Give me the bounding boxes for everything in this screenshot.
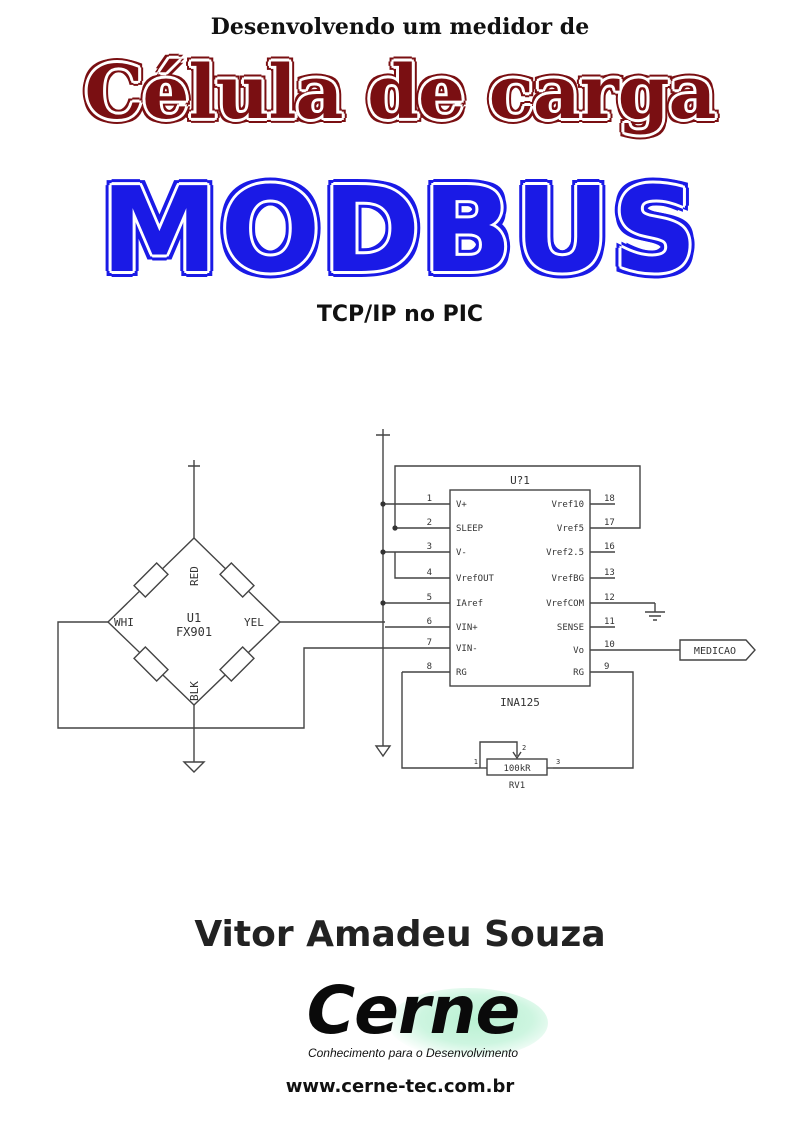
pin-number: 8 — [427, 662, 432, 672]
bridge-label-bottom: BLK — [188, 681, 201, 701]
pin-number: 10 — [604, 640, 615, 650]
pin-name: Vref5 — [557, 524, 584, 534]
pin-number: 12 — [604, 593, 615, 603]
pot-pin-1: 1 — [474, 758, 478, 766]
output-label: MEDICAO — [694, 646, 736, 657]
pin-number: 3 — [427, 542, 432, 552]
author-name: Vitor Amadeu Souza — [194, 914, 606, 955]
pin-number: 18 — [604, 494, 615, 504]
amp-part: INA125 — [500, 696, 540, 709]
pot-pin-3: 3 — [556, 758, 560, 766]
pin-name: SENSE — [557, 623, 584, 633]
ground-icon — [374, 745, 392, 758]
pin-number: 7 — [427, 638, 432, 648]
pin-number: 2 — [427, 518, 432, 528]
ground-icon — [182, 761, 206, 773]
website-url: www.cerne-tec.com.br — [285, 1076, 515, 1097]
output-label-flag — [679, 639, 756, 661]
pin-name: VIN+ — [456, 623, 478, 633]
pre-title: Desenvolvendo um medidor de — [210, 14, 590, 40]
pin-name: V+ — [456, 500, 467, 510]
pin-number: 16 — [604, 542, 615, 552]
logo-blob — [388, 988, 548, 1058]
pin-name: Vref10 — [551, 500, 584, 510]
ground-icon — [645, 611, 665, 621]
pin-name: VrefCOM — [546, 599, 585, 609]
pot-ref: RV1 — [509, 781, 525, 791]
pin-name: RG — [573, 668, 584, 678]
amp-ref: U?1 — [510, 474, 530, 487]
modbus-title: MODBUS — [100, 161, 700, 299]
pin-name: Vo — [573, 646, 584, 656]
publisher-logo: Cerne Conhecimento para o Desenvolviment… — [268, 972, 558, 1072]
main-title: Célula de carga — [84, 50, 717, 136]
ina125-body — [449, 489, 591, 687]
publisher-name: Cerne — [306, 972, 521, 1049]
pin-name: IAref — [456, 599, 483, 609]
pin-number: 5 — [427, 593, 432, 603]
tagline: TCP/IP no PIC — [316, 302, 484, 327]
pin-name: RG — [456, 668, 467, 678]
bridge-resistor-icon — [133, 562, 255, 682]
pin-number: 17 — [604, 518, 615, 528]
pin-name: VrefOUT — [456, 574, 495, 584]
circuit-schematic: U1 FX901 WHI YEL RED BLK U?1 INA125 1V+2… — [57, 429, 756, 791]
pin-number: 1 — [427, 494, 432, 504]
pin-name: V- — [456, 548, 467, 558]
power-symbol-icon — [188, 460, 200, 472]
pin-number: 13 — [604, 568, 615, 578]
publisher-slogan: Conhecimento para o Desenvolvimento — [307, 1046, 519, 1060]
pin-name: Vref2.5 — [546, 548, 584, 558]
pin-number: 11 — [604, 617, 615, 627]
bridge-label-left: WHI — [114, 616, 134, 629]
pin-number: 6 — [427, 617, 432, 627]
power-symbol-icon — [376, 429, 390, 441]
pin-number: 9 — [604, 662, 609, 672]
wiper-arrow-icon — [512, 751, 522, 760]
pin-number: 4 — [427, 568, 432, 578]
bridge-label-top: RED — [188, 566, 201, 586]
bridge-ref: U1 — [187, 611, 201, 625]
pot-pin-2: 2 — [522, 744, 526, 752]
bridge-label-right: YEL — [244, 616, 264, 629]
pot-value: 100kR — [503, 764, 531, 774]
pin-name: VrefBG — [551, 574, 584, 584]
bridge-part: FX901 — [176, 625, 212, 639]
pin-name: SLEEP — [456, 524, 484, 534]
pin-name: VIN- — [456, 644, 478, 654]
